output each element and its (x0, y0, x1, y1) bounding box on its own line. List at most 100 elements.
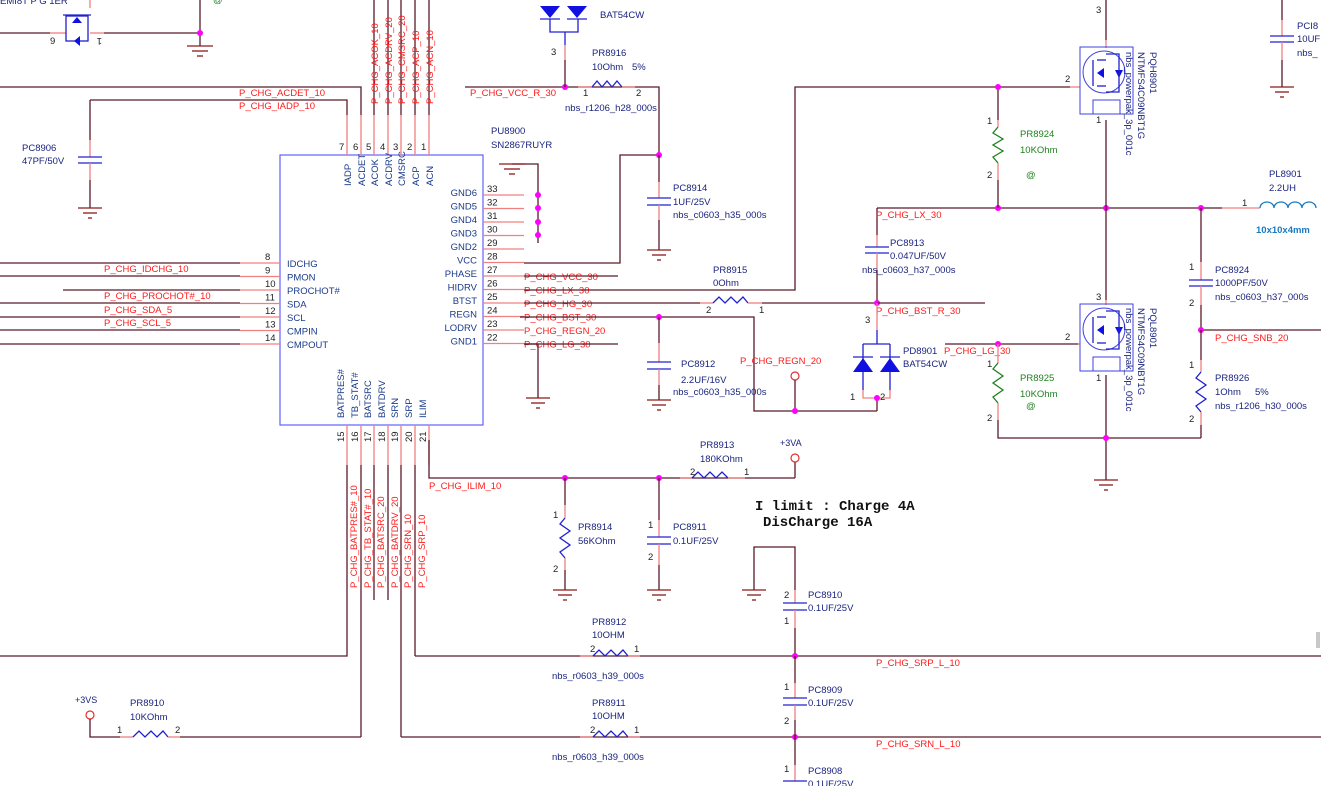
pin-name: IADP (343, 164, 354, 186)
svg-text:nbs_c0603_h37_000s: nbs_c0603_h37_000s (862, 265, 956, 276)
ref-label: PR8924 (1020, 129, 1054, 140)
net-bst-r: P_CHG_BST_R_30 (876, 306, 960, 317)
resistor-pr8913[interactable]: 2 1 PR8913 180KOhm (680, 440, 749, 478)
svg-text:15: 15 (336, 431, 347, 442)
inductor-pl8901[interactable]: 1 PL8901 2.2UH 10x10x4mm (1222, 169, 1316, 236)
capacitor-pci8[interactable]: PCI8 10UF nbs_ (1270, 0, 1320, 97)
ref-label: PR8910 (130, 698, 164, 709)
net-snb: P_CHG_SNB_20 (1215, 333, 1288, 344)
value-label: BAT54CW (600, 10, 644, 21)
net-label: P_CHG_BATSRC_20 (376, 496, 387, 588)
value-label: 10KOhm (1020, 389, 1058, 400)
svg-text:17: 17 (363, 431, 374, 442)
value-label: NTMFS4C09NBT1G (1135, 52, 1146, 139)
note-line-1: I limit : Charge 4A (755, 499, 915, 515)
ref-label: PQL8901 (1147, 308, 1158, 348)
svg-text:1: 1 (784, 682, 789, 693)
svg-text:2: 2 (407, 142, 412, 153)
net-lg: P_CHG_LG_30 (944, 346, 1011, 357)
svg-text:1: 1 (1096, 115, 1101, 126)
testpoint-regn[interactable]: P_CHG_REGN_20 (740, 356, 821, 414)
note-line-2: DisCharge 16A (763, 515, 873, 531)
svg-text:1: 1 (634, 644, 639, 655)
svg-text:14: 14 (265, 333, 276, 344)
resistor-pr8914[interactable]: 1 2 PR8914 56KOhm (553, 478, 616, 600)
ref-label: PC8912 (681, 359, 715, 370)
pin-name: SRP (404, 398, 415, 418)
svg-text:2: 2 (784, 590, 789, 601)
value-label: 10Ohm (592, 62, 623, 73)
ref-label: PC8911 (673, 522, 707, 533)
scrollbar-thumb[interactable] (1316, 632, 1320, 648)
power-3va: +3VA (780, 438, 802, 478)
ref-label: PR8911 (592, 698, 626, 709)
value-label: 0.1UF/25V (808, 603, 854, 614)
pin-name: HIDRV (448, 283, 478, 294)
net-srn-l: P_CHG_SRN_L_10 (876, 739, 961, 750)
mosfet-pql8901[interactable]: 2 3 1 PQL8901 NTMFS4C09NBT1G nbs_powerpa… (1065, 292, 1158, 412)
capacitor-pc8906[interactable]: PC8906 47PF/50V (22, 140, 102, 218)
svg-text:1: 1 (421, 142, 426, 153)
pin-name: ACP (411, 166, 422, 186)
ground-icon (742, 590, 766, 600)
pin-name: SDA (287, 300, 307, 311)
value-label: 2.2UF/16V (681, 375, 727, 386)
diode-pd8900[interactable]: 3 BAT54CW (540, 6, 644, 87)
capacitor-pc8909[interactable]: 1 2 PC8909 0.1UF/25V (783, 656, 854, 737)
resistor-pr8912[interactable]: 2 1 PR8912 10OHM nbs_r0603_h39_000s (552, 617, 644, 682)
resistor-pr8916[interactable]: 1 2 PR8916 10Ohm 5% nbs_r1206_h28_000s (565, 48, 657, 114)
capacitor-pc8911[interactable]: 1 2 PC8911 0.1UF/25V (647, 478, 719, 600)
svg-text:nbs_c0603_h37_000s: nbs_c0603_h37_000s (1215, 292, 1309, 303)
svg-text:6: 6 (353, 142, 358, 153)
resistor-pr8926[interactable]: 1 2 PR8926 1Ohm 5% nbs_r1206_h30_000s (1189, 330, 1307, 438)
net-label: P_CHG_CMSRC_20 (397, 15, 408, 104)
svg-text:1: 1 (784, 764, 789, 775)
net-label: P_CHG_REGN_20 (524, 326, 605, 337)
diode-icon (853, 358, 873, 372)
svg-text:5: 5 (366, 142, 371, 153)
svg-text:2: 2 (1189, 414, 1194, 425)
svg-text:1: 1 (648, 520, 653, 531)
svg-text:nbs_powerpak_3p_001c: nbs_powerpak_3p_001c (1123, 308, 1134, 412)
resistor-pr8924[interactable]: PR8924 10KOhm @ 1 2 (987, 84, 1058, 208)
mosfet-icon (1097, 325, 1104, 335)
net-idchg: P_CHG_IDCHG_10 (104, 264, 188, 275)
svg-text:23: 23 (487, 319, 498, 330)
pin-name: BTST (453, 296, 477, 307)
mosfet-pqh8901[interactable]: 2 3 1 PQH8901 NTMFS4C09NBT1G nbs_powerpa… (1065, 5, 1158, 156)
resistor-pr8925[interactable]: PR8925 10KOhm @ 1 2 (987, 344, 1201, 438)
svg-text:nbs_r0603_h39_000s: nbs_r0603_h39_000s (552, 752, 644, 763)
value-label: 2.2UH (1269, 183, 1296, 194)
svg-text:25: 25 (487, 292, 498, 303)
diode-icon (880, 358, 900, 372)
svg-text:1: 1 (850, 392, 855, 403)
svg-text:32: 32 (487, 198, 498, 209)
ref-label: PC8914 (673, 183, 707, 194)
capacitor-pc8910[interactable]: 2 1 PC8910 0.1UF/25V (742, 547, 854, 656)
svg-text:1: 1 (1189, 262, 1194, 273)
pin-name: GND2 (451, 242, 477, 253)
ref-label: PR8915 (713, 265, 747, 276)
value-label: 1Ohm (1215, 387, 1241, 398)
diode-pd8901[interactable]: 3 1 2 PD8901 BAT54CW (850, 303, 947, 411)
ic-pin-ilim[interactable]: 21ILIM (418, 399, 429, 465)
pin-name: PMON (287, 273, 316, 284)
svg-text:2: 2 (784, 716, 789, 727)
resistor-pr8910[interactable]: +3VS 1 2 PR8910 10KOhm (75, 695, 361, 737)
capacitor-pc8908[interactable]: 1 PC8908 0.1UF/25V (783, 737, 854, 786)
value-label: 47PF/50V (22, 156, 65, 167)
svg-text:3: 3 (1096, 5, 1101, 16)
svg-text:1: 1 (744, 467, 749, 478)
svg-text:29: 29 (487, 238, 498, 249)
svg-text:30: 30 (487, 225, 498, 236)
capacitor-pc8914[interactable]: PC8914 1UF/25V nbs_c0603_h35_000s (647, 155, 767, 260)
resistor-pr8911[interactable]: 2 1 PR8911 10OHM nbs_r0603_h39_000s (552, 698, 644, 763)
pin-name: GND1 (451, 337, 477, 348)
svg-text:@: @ (1026, 401, 1036, 412)
capacitor-pc8913[interactable]: PC8913 0.047UF/50V nbs_c0603_h37_000s (862, 235, 956, 303)
svg-text:2: 2 (553, 564, 558, 575)
ref-label: PC8906 (22, 143, 56, 154)
svg-text:1: 1 (117, 725, 122, 736)
ref-label: PR8912 (592, 617, 626, 628)
